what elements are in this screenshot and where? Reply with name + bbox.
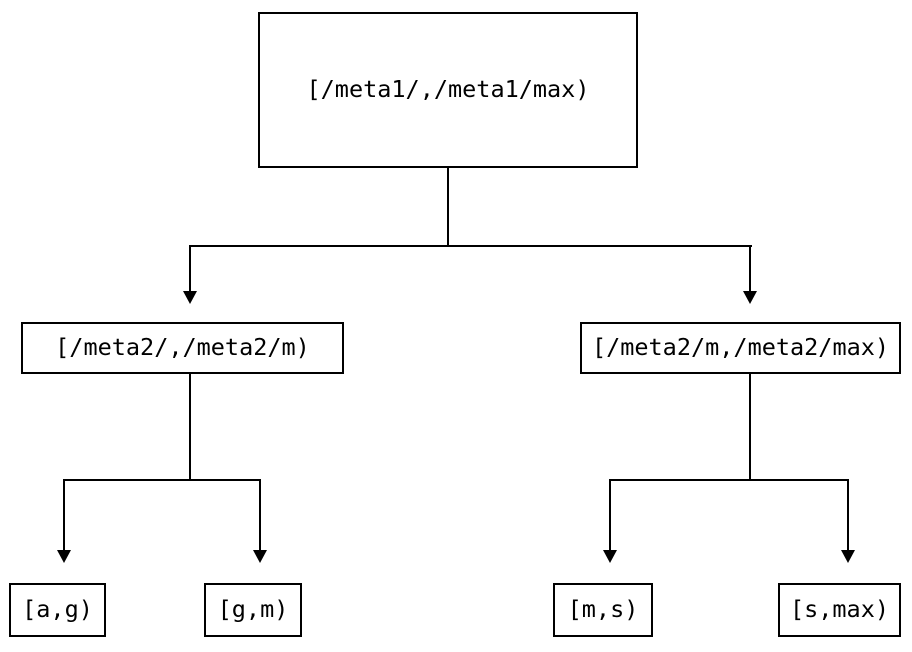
tree-node-leaf-0-label: [a,g) [22,595,93,624]
edge-root-horizontal-bar [190,245,752,247]
tree-node-leaf-1-label: [g,m) [217,595,289,624]
edge-mid-left-to-leaf-0 [63,479,65,551]
tree-node-mid-right-label: [/meta2/m,/meta2/max) [591,333,890,362]
arrowhead-down-icon-leaf-0 [57,550,71,563]
edge-mid-left-horizontal-bar [64,479,260,481]
tree-node-leaf-0[interactable]: [a,g) [9,583,106,637]
tree-node-mid-right[interactable]: [/meta2/m,/meta2/max) [580,322,901,374]
edge-mid-right-stem [749,374,751,480]
edge-mid-right-to-leaf-3 [847,479,849,551]
arrowhead-down-icon-leaf-2 [603,550,617,563]
edge-root-to-mid-right [749,245,751,292]
tree-node-leaf-1[interactable]: [g,m) [204,583,302,637]
tree-node-leaf-3-label: [s,max) [789,595,890,624]
edge-mid-right-to-leaf-2 [609,479,611,551]
tree-node-mid-left-label: [/meta2/,/meta2/m) [55,333,310,362]
arrowhead-down-icon-leaf-3 [841,550,855,563]
arrowhead-down-icon-root-left [183,291,197,304]
edge-root-to-mid-left [189,245,191,292]
edge-mid-left-to-leaf-1 [259,479,261,551]
edge-mid-right-horizontal-bar [610,479,848,481]
tree-node-leaf-2[interactable]: [m,s) [553,583,653,637]
arrowhead-down-icon-root-right [743,291,757,304]
edge-mid-left-stem [189,374,191,480]
tree-node-leaf-3[interactable]: [s,max) [778,583,901,637]
tree-node-mid-left[interactable]: [/meta2/,/meta2/m) [21,322,344,374]
tree-node-root-label: [/meta1/,/meta1/max) [306,75,590,104]
tree-node-root[interactable]: [/meta1/,/meta1/max) [258,12,638,168]
tree-node-leaf-2-label: [m,s) [567,595,639,624]
edge-root-stem [447,168,449,246]
arrowhead-down-icon-leaf-1 [253,550,267,563]
